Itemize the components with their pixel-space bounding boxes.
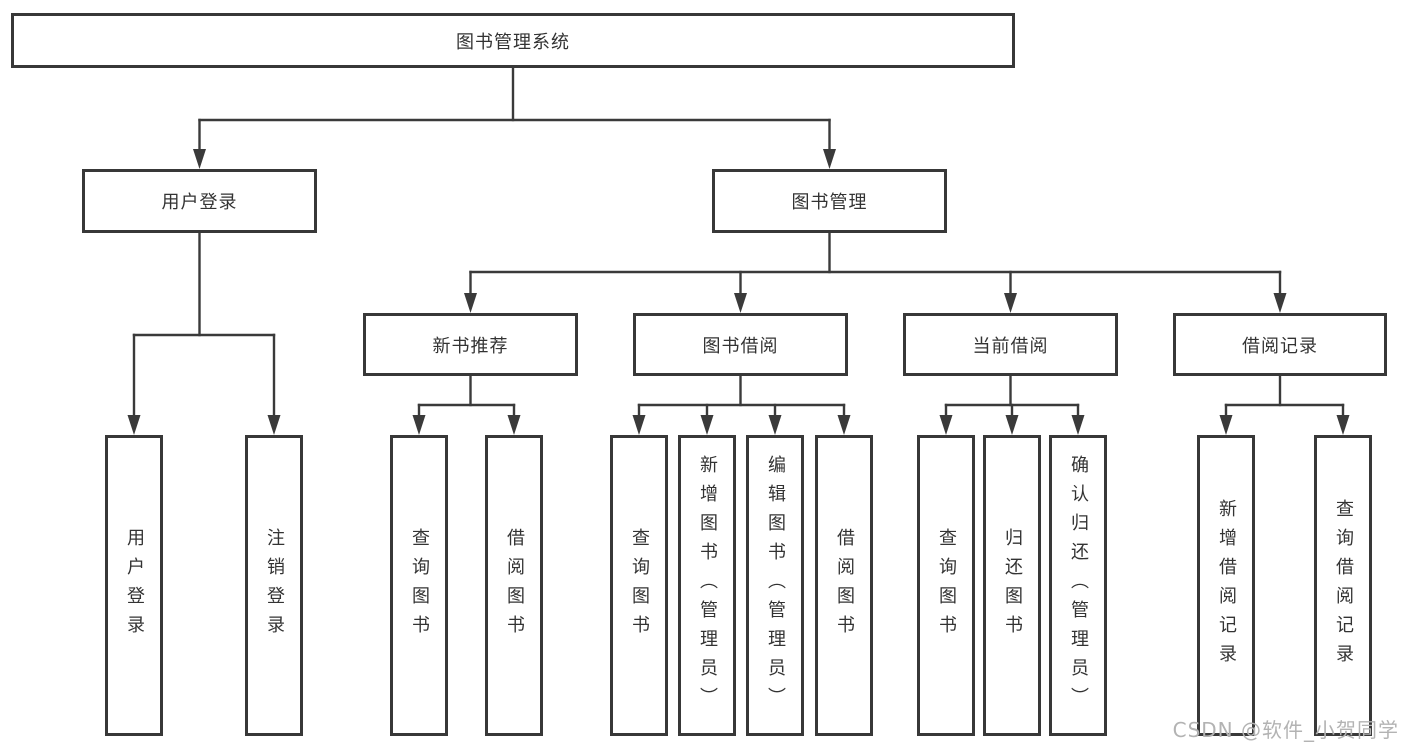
leaf-add-books-admin: 新增图书（管理员） — [678, 435, 736, 736]
leaf-query-books: 查询图书 — [390, 435, 448, 736]
leaf-user-login: 用户登录 — [105, 435, 163, 736]
node-library-management-system: 图书管理系统 — [11, 13, 1015, 68]
leaf-query-books-3: 查询图书 — [917, 435, 975, 736]
leaf-return-books: 归还图书 — [983, 435, 1041, 736]
node-book-management: 图书管理 — [712, 169, 947, 233]
node-current-borrow: 当前借阅 — [903, 313, 1118, 376]
node-book-borrow: 图书借阅 — [633, 313, 848, 376]
node-borrow-records: 借阅记录 — [1173, 313, 1387, 376]
leaf-borrow-books-2: 借阅图书 — [815, 435, 873, 736]
node-user-login: 用户登录 — [82, 169, 317, 233]
leaf-borrow-books: 借阅图书 — [485, 435, 543, 736]
watermark: CSDN @软件_小贺同学 — [1172, 718, 1399, 742]
node-new-book-recommend: 新书推荐 — [363, 313, 578, 376]
leaf-logout: 注销登录 — [245, 435, 303, 736]
leaf-add-borrow-record: 新增借阅记录 — [1197, 435, 1255, 736]
leaf-confirm-return-admin: 确认归还（管理员） — [1049, 435, 1107, 736]
leaf-edit-books-admin: 编辑图书（管理员） — [746, 435, 804, 736]
leaf-query-books-2: 查询图书 — [610, 435, 668, 736]
leaf-query-borrow-record: 查询借阅记录 — [1314, 435, 1372, 736]
